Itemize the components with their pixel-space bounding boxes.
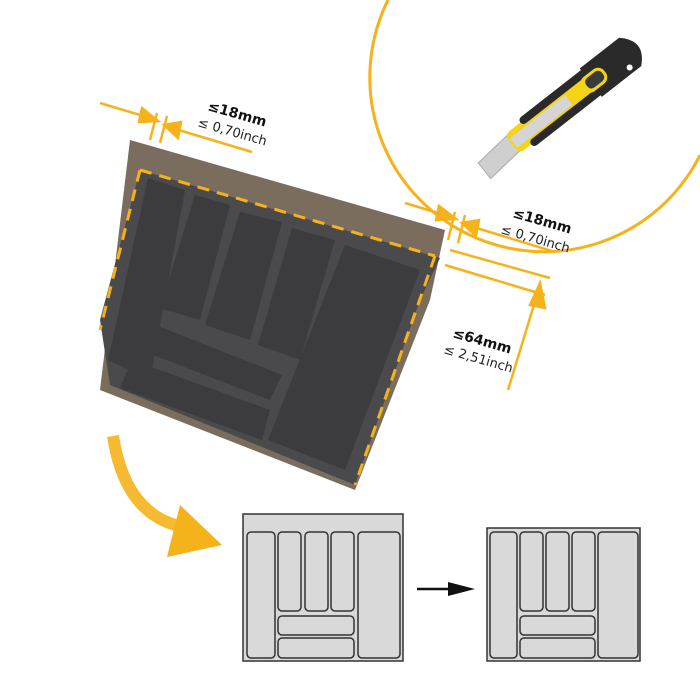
utility-knife-icon [368,0,700,254]
diagram-before [242,513,404,662]
dimension-right [404,201,556,391]
diagram-after [486,527,641,662]
curved-arrow-icon [107,435,222,557]
right-arrow-icon [417,582,475,596]
cutlery-tray [98,140,445,490]
dimension-top-left [99,101,253,154]
